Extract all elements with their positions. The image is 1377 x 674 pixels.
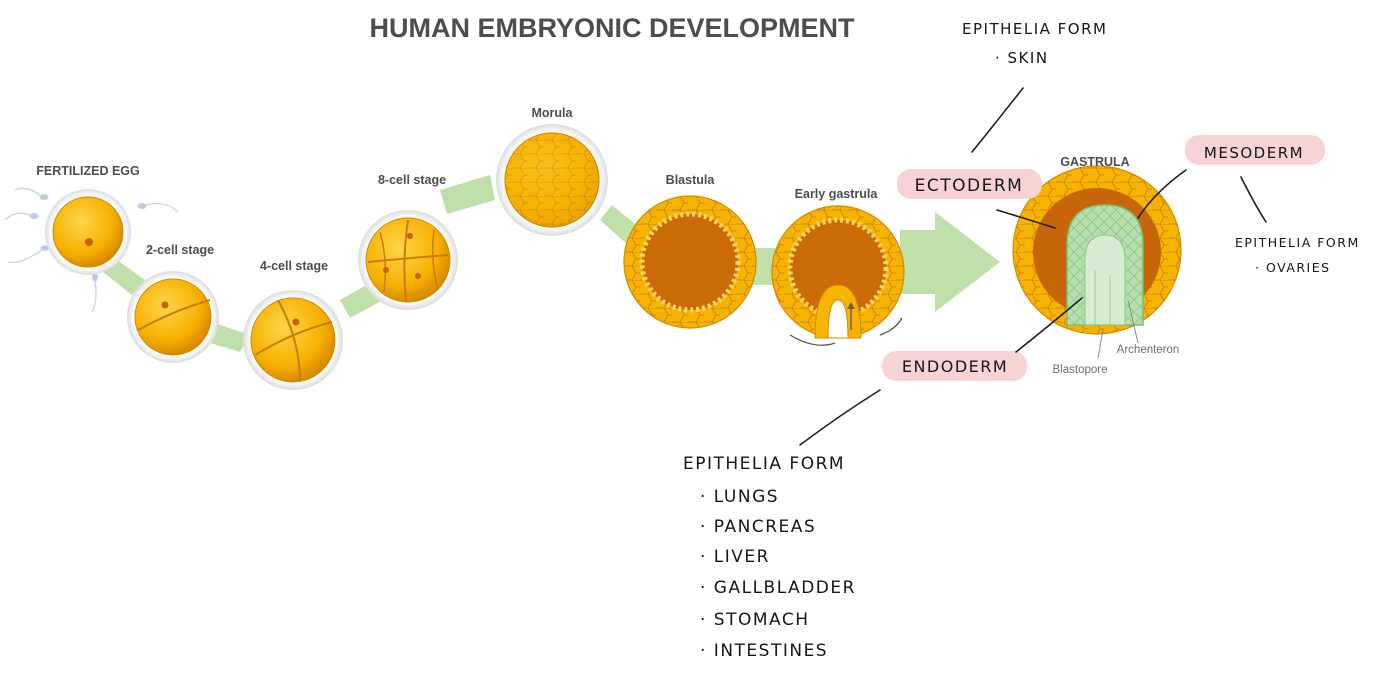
handwritten-mesoderm: MESODERM [1204, 144, 1304, 162]
endoderm-note-item: · GALLBLADDER [700, 578, 856, 598]
eight-cell-embryo [358, 210, 458, 310]
fertilized-egg [45, 189, 131, 275]
endoderm-note-item: · LIVER [700, 547, 770, 567]
endoderm-note-heading: EPITHELIA FORM [683, 454, 845, 474]
endoderm-note-item: · INTESTINES [700, 641, 828, 661]
ectoderm-note-heading: EPITHELIA FORM [962, 20, 1107, 38]
two-cell-embryo [127, 271, 219, 363]
endoderm-note-item: · STOMACH [700, 610, 810, 630]
label-archenteron: Archenteron [1117, 344, 1180, 356]
mesoderm-note-item: · OVARIES [1255, 260, 1331, 275]
gastrula [1012, 165, 1182, 359]
mesoderm-note-heading: EPITHELIA FORM [1235, 235, 1360, 250]
sperm-cells [4, 187, 179, 313]
label-morula: Morula [532, 106, 574, 120]
label-two-cell-stage: 2-cell stage [146, 243, 214, 257]
label-blastopore: Blastopore [1053, 364, 1108, 376]
handwritten-endoderm: ENDODERM [902, 357, 1008, 376]
label-four-cell-stage: 4-cell stage [260, 259, 328, 273]
morula [496, 124, 608, 236]
label-blastula: Blastula [666, 173, 716, 187]
blastula [623, 195, 757, 329]
ectoderm-note-item: · SKIN [995, 49, 1049, 67]
highlight-marks [882, 135, 1325, 381]
label-eight-cell-stage: 8-cell stage [378, 173, 446, 187]
four-cell-embryo [243, 290, 343, 390]
handwritten-pointers [799, 87, 1267, 446]
handwritten-ectoderm: ECTODERM [915, 176, 1024, 196]
diagram-title: HUMAN EMBRYONIC DEVELOPMENT [369, 13, 855, 43]
endoderm-note-item: · PANCREAS [700, 517, 816, 537]
label-fertilized-egg: FERTILIZED EGG [36, 164, 139, 178]
label-gastrula: GASTRULA [1060, 155, 1129, 169]
endoderm-note-item: · LUNGS [700, 487, 779, 507]
early-gastrula [771, 205, 905, 346]
label-early-gastrula: Early gastrula [795, 187, 879, 201]
